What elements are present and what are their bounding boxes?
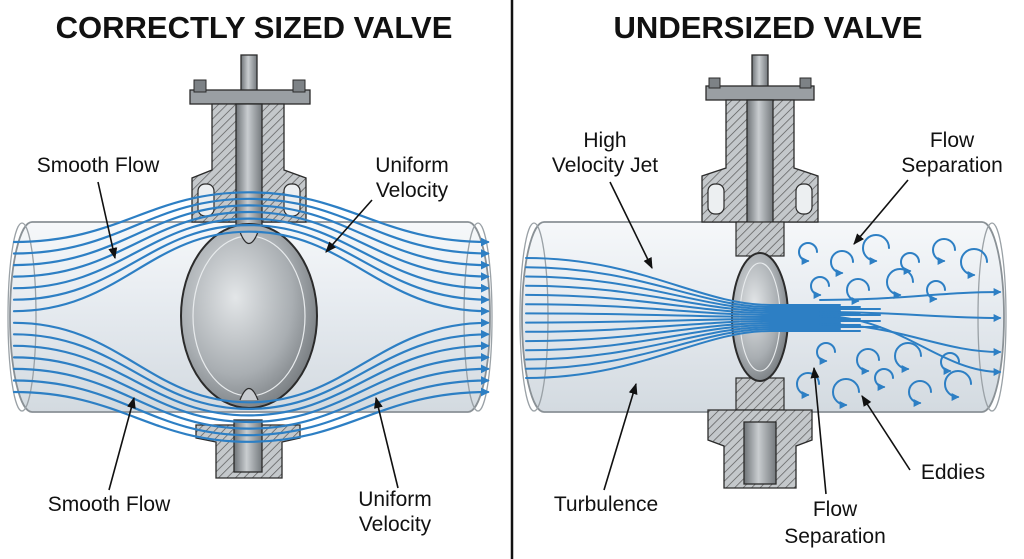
right-pointer-eddies (861, 395, 911, 471)
right-jet-line (525, 257, 841, 306)
right-jet-line (525, 320, 881, 333)
left-streamline (12, 210, 490, 281)
eddy-swirl (940, 352, 960, 375)
left-stem (235, 103, 263, 231)
right-label-turbulence: Turbulence (554, 493, 658, 516)
left-label-smooth-flow-bottom: Smooth Flow (48, 493, 171, 516)
left-streamline (12, 191, 490, 247)
left-streamline (12, 353, 490, 424)
right-pointer-flow-separation-bottom (810, 366, 827, 495)
right-jet-exit (819, 288, 1002, 301)
eddy-swirl (856, 348, 880, 375)
left-pointer-smooth-flow-bottom (108, 396, 136, 491)
left-streamline (12, 329, 490, 411)
eddy-swirl (886, 268, 914, 299)
left-title: CORRECTLY SIZED VALVE (56, 10, 453, 45)
right-label-flow-separation-top-1: Flow (930, 129, 975, 152)
right-label-eddies: Eddies (921, 461, 985, 484)
right-flow-lines (525, 257, 1002, 379)
right-title: UNDERSIZED VALVE (614, 10, 923, 45)
eddy-swirl (816, 342, 836, 365)
eddy-swirl (926, 280, 946, 303)
eddy-swirl (960, 248, 988, 279)
right-label-high-velocity-1: High (583, 129, 626, 152)
right-top-flange (705, 85, 815, 101)
right-jet-exit (819, 315, 1002, 376)
right-pointer-high-velocity (609, 181, 653, 270)
right-pointer-turbulence (603, 382, 638, 491)
left-streamline (12, 223, 490, 305)
eddy-swirl (894, 342, 922, 373)
eddy-swirl (874, 368, 894, 391)
left-label-uniform-velocity-top-1: Uniform (375, 154, 449, 177)
eddy-swirl (932, 238, 956, 265)
eddy-swirl (832, 378, 860, 409)
left-label-uniform-velocity-top-2: Velocity (376, 179, 449, 202)
right-jet-line (525, 326, 881, 361)
eddy-swirl (846, 278, 870, 305)
right-jet-line (525, 293, 861, 314)
right-label-high-velocity-2: Velocity Jet (552, 154, 658, 177)
left-label-uniform-velocity-bottom-1: Uniform (358, 488, 432, 511)
left-pointer-uniform-velocity-top (325, 199, 373, 253)
left-streamline (12, 217, 490, 293)
left-streamline (12, 376, 490, 437)
left-label-smooth-flow-top: Smooth Flow (37, 154, 160, 177)
left-streamline (12, 364, 490, 430)
left-valve-disc (180, 223, 318, 409)
eddy-swirl (810, 276, 830, 299)
right-jet-line (525, 318, 861, 324)
left-streamline (12, 204, 490, 270)
left-pointer-smooth-flow-top (97, 181, 118, 260)
right-jet-line (525, 266, 861, 308)
right-label-flow-separation-bottom-1: Flow (813, 498, 858, 521)
right-jet-line (525, 330, 861, 379)
left-streamline (12, 230, 490, 316)
left-top-flange (189, 89, 311, 105)
right-jet-line (525, 275, 881, 310)
eddy-swirl (798, 242, 818, 265)
left-streamline (12, 341, 490, 417)
right-jet-line (525, 324, 861, 352)
right-jet-line (525, 322, 841, 343)
right-pointer-flow-separation-top (853, 179, 909, 245)
left-label-uniform-velocity-bottom-2: Velocity (359, 513, 432, 536)
right-label-flow-separation-top-2: Separation (901, 154, 1003, 177)
right-label-flow-separation-bottom-2: Separation (784, 525, 886, 548)
right-jet-exit (819, 323, 1002, 356)
right-jet-line (525, 312, 841, 318)
right-jet-line (525, 303, 881, 316)
eddy-swirl (862, 234, 890, 265)
left-streamline (12, 318, 490, 404)
right-jet-exit (819, 311, 1002, 322)
right-jet-line (525, 284, 841, 312)
left-streamline (12, 197, 490, 258)
left-streamline (12, 387, 490, 443)
eddy-swirl (830, 250, 854, 277)
right-eddies (796, 234, 988, 409)
left-pointer-uniform-velocity-bottom (374, 396, 399, 489)
eddy-swirl (908, 380, 932, 407)
left-flow-lines (12, 191, 490, 443)
right-jet-line (525, 328, 841, 370)
